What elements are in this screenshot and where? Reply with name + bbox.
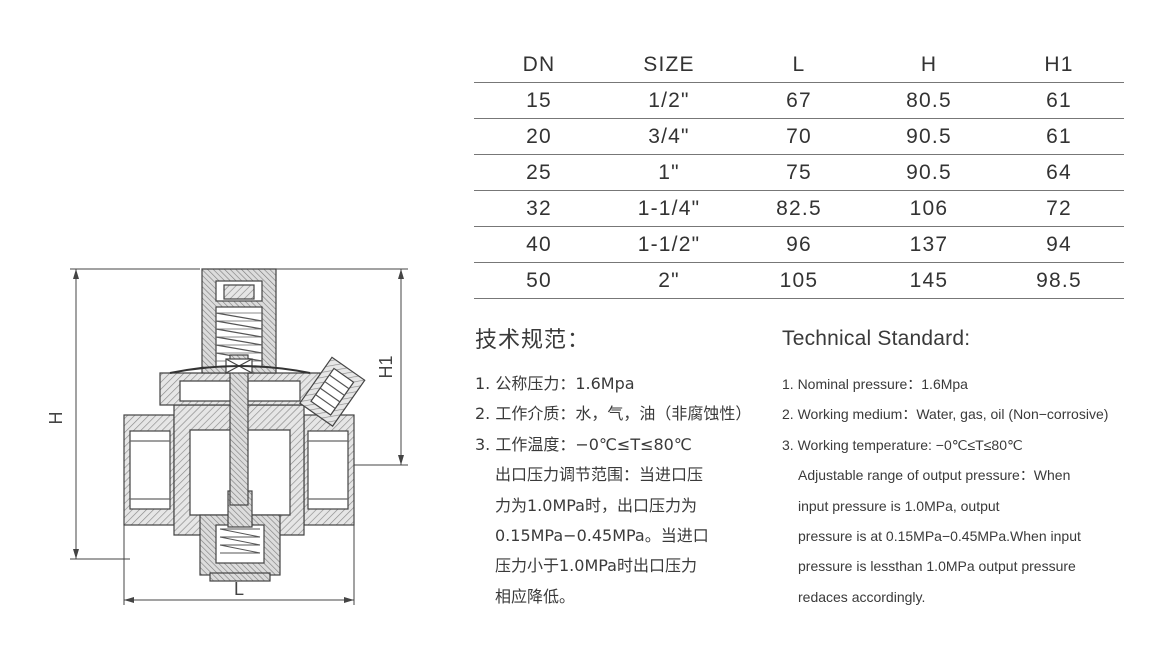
table-cell: 137 [864,226,994,263]
table-cell: 90.5 [864,118,994,155]
table-cell: 90.5 [864,154,994,191]
table-cell: 1/2" [604,82,734,119]
table-cell: 70 [734,118,864,155]
chinese-spec-line: 压力小于1.0MPa时出口压力 [495,556,697,576]
table-row: 50 2" 105 145 98.5 [474,262,1124,299]
english-spec-line: 1. Nominal pressure：1.6Mpa [782,376,968,392]
table-cell: 94 [994,226,1124,263]
dimension-table: DN SIZE L H H1 15 1/2" 67 80.5 61 20 3/4… [474,47,1124,299]
english-spec-line: 3. Working temperature: −0℃≤T≤80℃ [782,436,1023,453]
english-spec-line: Adjustable range of output pressure：When [798,467,1071,484]
label-h1: H1 [376,355,396,378]
chinese-spec-heading: 技术规范： [475,328,591,353]
table-cell: 105 [734,262,864,299]
chinese-spec-block: 技术规范： 1. 公称压力：1.6Mpa 2. 工作介质：水，气，油（非腐蚀性）… [475,325,780,612]
english-spec-line: pressure is lessthan 1.0MPa output press… [798,558,1076,575]
table-cell: 25 [474,154,604,191]
chinese-spec-line: 出口压力调节范围：当进口压 [495,465,704,485]
table-row: 20 3/4" 70 90.5 61 [474,118,1124,155]
chinese-spec-line: 0.15MPa−0.45MPa。当进口 [495,525,709,545]
dimension-h [70,268,200,560]
table-cell: 98.5 [994,262,1124,299]
english-spec-line: pressure is at 0.15MPa−0.45MPa.When inpu… [798,527,1081,544]
english-spec-block: Technical Standard: 1. Nominal pressure：… [782,325,1142,612]
table-cell: 40 [474,226,604,263]
table-cell: 1-1/2" [604,226,734,263]
column-header-h1: H1 [994,47,1124,83]
table-cell: 145 [864,262,994,299]
label-l: L [234,579,244,599]
english-spec-line: 2. Working medium：Water, gas, oil (Non−c… [782,406,1109,423]
table-cell: 75 [734,154,864,191]
table-cell: 61 [994,118,1124,155]
table-row: 40 1-1/2" 96 137 94 [474,226,1124,263]
table-cell: 82.5 [734,190,864,227]
chinese-spec-line: 力为1.0MPa时，出口压力为 [495,495,697,515]
column-header-l: L [734,47,864,83]
table-row: 25 1" 75 90.5 64 [474,154,1124,191]
column-header-size: SIZE [604,47,734,83]
table-header-row: DN SIZE L H H1 [474,47,1124,83]
table-row: 32 1-1/4" 82.5 106 72 [474,190,1124,227]
chinese-spec-line: 3. 工作温度：−0℃≤T≤80℃ [475,434,692,454]
chinese-spec-line: 相应降低。 [495,586,576,606]
label-h: H [46,412,66,425]
english-spec-heading: Technical Standard: [782,327,971,350]
table-cell: 106 [864,190,994,227]
table-cell: 3/4" [604,118,734,155]
valve-section-drawing: H H1 L [46,268,408,605]
table-cell: 2" [604,262,734,299]
english-spec-line: redaces accordingly. [798,588,926,605]
chinese-spec-line: 2. 工作介质：水，气，油（非腐蚀性） [475,404,752,424]
table-cell: 80.5 [864,82,994,119]
dimension-l [123,523,355,605]
table-cell: 50 [474,262,604,299]
table-cell: 15 [474,82,604,119]
table-cell: 20 [474,118,604,155]
valve-body [123,268,366,582]
table-cell: 32 [474,190,604,227]
table-row: 15 1/2" 67 80.5 61 [474,82,1124,119]
table-cell: 96 [734,226,864,263]
table-cell: 1-1/4" [604,190,734,227]
table-cell: 64 [994,154,1124,191]
chinese-spec-line: 1. 公称压力：1.6Mpa [475,374,635,393]
english-spec-line: input pressure is 1.0MPa, output [798,497,1000,514]
table-cell: 61 [994,82,1124,119]
column-header-dn: DN [474,47,604,83]
table-cell: 1" [604,154,734,191]
table-cell: 67 [734,82,864,119]
column-header-h: H [864,47,994,83]
table-cell: 72 [994,190,1124,227]
